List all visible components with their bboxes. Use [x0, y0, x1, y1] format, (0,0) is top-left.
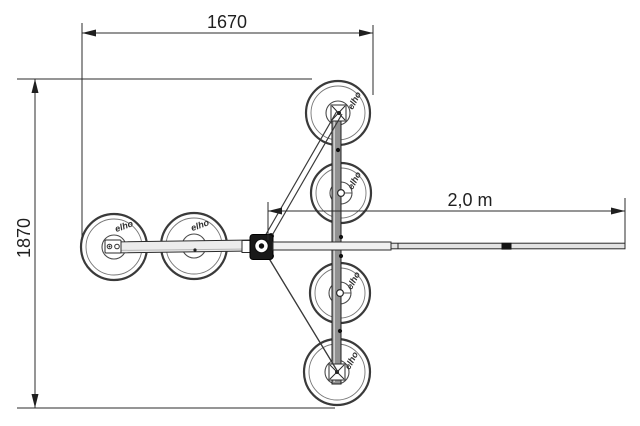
hub-center-hole	[337, 189, 346, 198]
dimension-width: 1670	[81, 12, 374, 238]
dimension-label-height: 1870	[14, 218, 34, 258]
lower-strut	[264, 251, 339, 373]
dimension-drawbar: 2,0 m	[267, 190, 626, 248]
arrowhead-left	[82, 29, 96, 37]
toolbar-bolt	[338, 253, 344, 259]
hub-center-hole	[336, 289, 345, 298]
upper-strut	[264, 110, 343, 240]
hub-bolt-center	[108, 245, 111, 248]
toolbar-bolt	[335, 147, 341, 153]
drawbar-inner-section	[272, 241, 392, 251]
toolbar-top-bracket	[330, 104, 347, 122]
arrowhead-bottom	[31, 394, 39, 408]
arrowhead-right	[611, 207, 625, 215]
hub-pin	[193, 248, 197, 252]
center-gearbox	[241, 233, 274, 260]
gearbox-shaft	[258, 243, 265, 249]
axle-hub-plate	[104, 239, 122, 254]
dimension-height: 1870	[14, 78, 335, 409]
drawbar	[272, 241, 626, 251]
hub-bolt	[114, 243, 120, 250]
toolbar-bolt	[338, 234, 344, 240]
left-axle-beam	[104, 239, 252, 254]
drawbar-clamp	[501, 242, 512, 250]
arrowhead-right	[359, 29, 373, 37]
rake-machine: elho elho elho elho elho	[79, 79, 626, 407]
dimension-label-width: 1670	[207, 12, 247, 32]
toolbar-bolt	[337, 328, 343, 334]
arrowhead-top	[31, 79, 39, 93]
dimension-label-drawbar: 2,0 m	[447, 190, 492, 210]
arrowhead-left	[268, 207, 282, 215]
toolbar-bottom-bracket	[328, 363, 346, 381]
